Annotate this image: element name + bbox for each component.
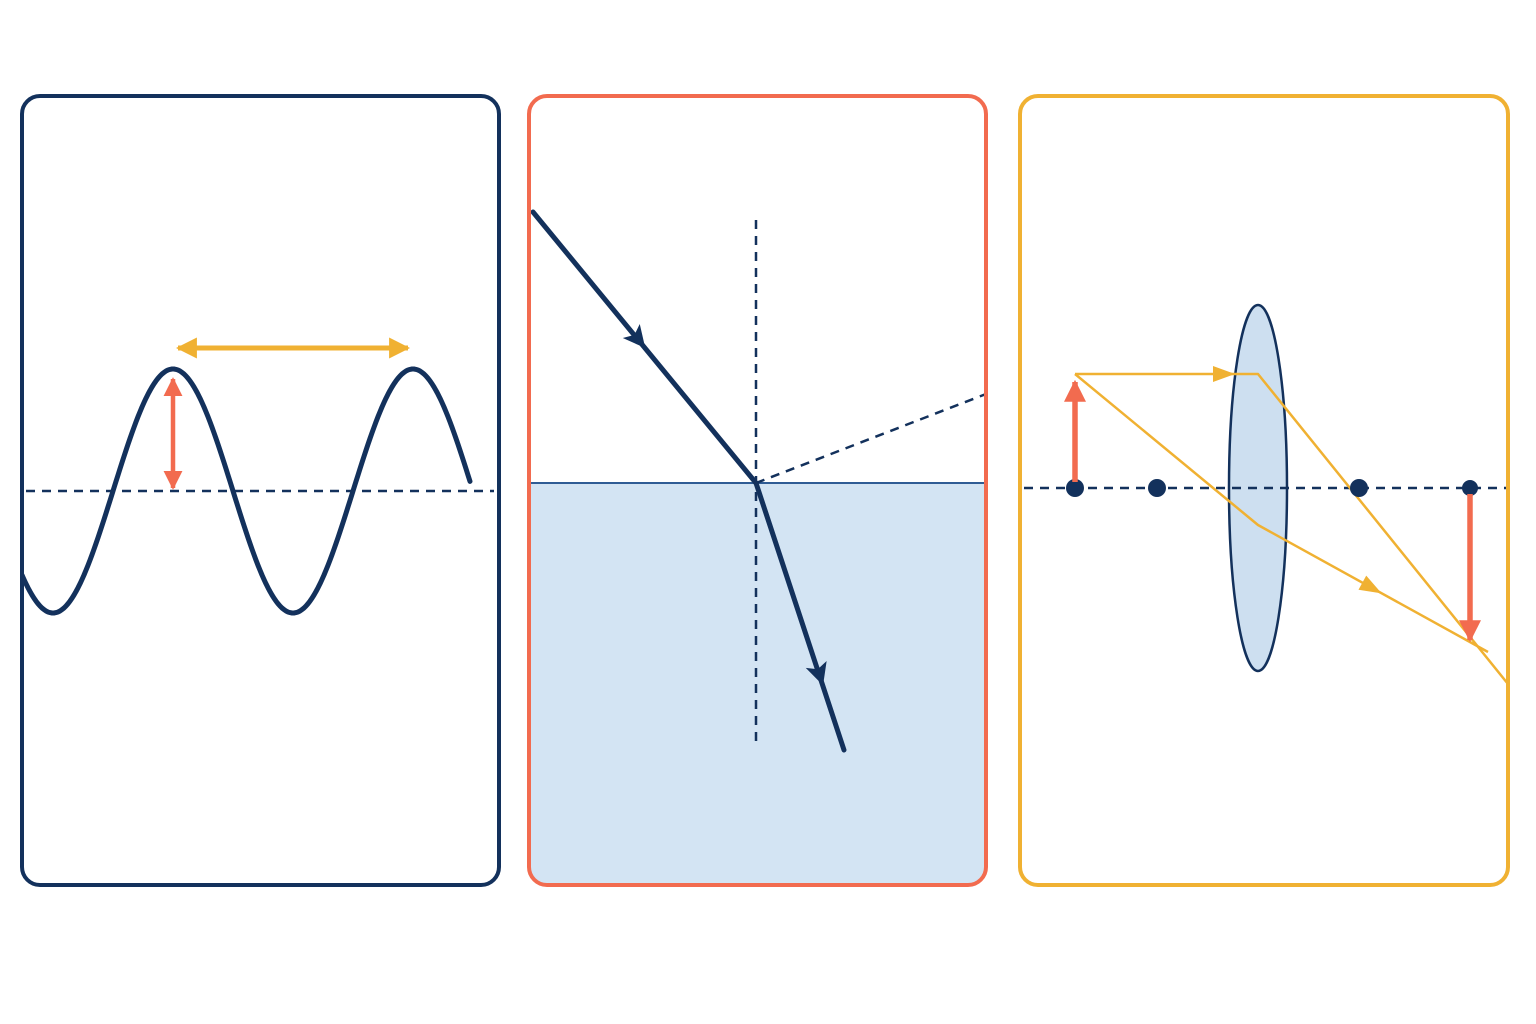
sine-wave (22, 366, 473, 616)
wave-panel (20, 94, 501, 887)
refraction-panel (527, 94, 988, 887)
refracted-ray (753, 480, 847, 753)
lens-panel (1018, 94, 1510, 887)
central-ray (1074, 373, 1489, 654)
water-medium (529, 483, 986, 885)
parallel-ray (1075, 372, 1508, 685)
refraction-panel-border (527, 94, 988, 887)
lens-panel-border (1018, 94, 1510, 887)
reflected-ray (755, 392, 986, 485)
central-ray-arrowhead-icon (1358, 575, 1382, 594)
image-base-dot-icon (1462, 480, 1478, 496)
wave-panel-border (20, 94, 501, 887)
incident-ray-arrowhead-icon (622, 324, 646, 349)
object-base-dot-icon (1066, 479, 1084, 497)
parallel-ray-arrowhead-icon (1213, 366, 1235, 382)
refracted-ray-arrowhead-icon (805, 661, 827, 686)
focal-point-right-dot-icon (1350, 479, 1368, 497)
focal-point-left-dot-icon (1148, 479, 1166, 497)
